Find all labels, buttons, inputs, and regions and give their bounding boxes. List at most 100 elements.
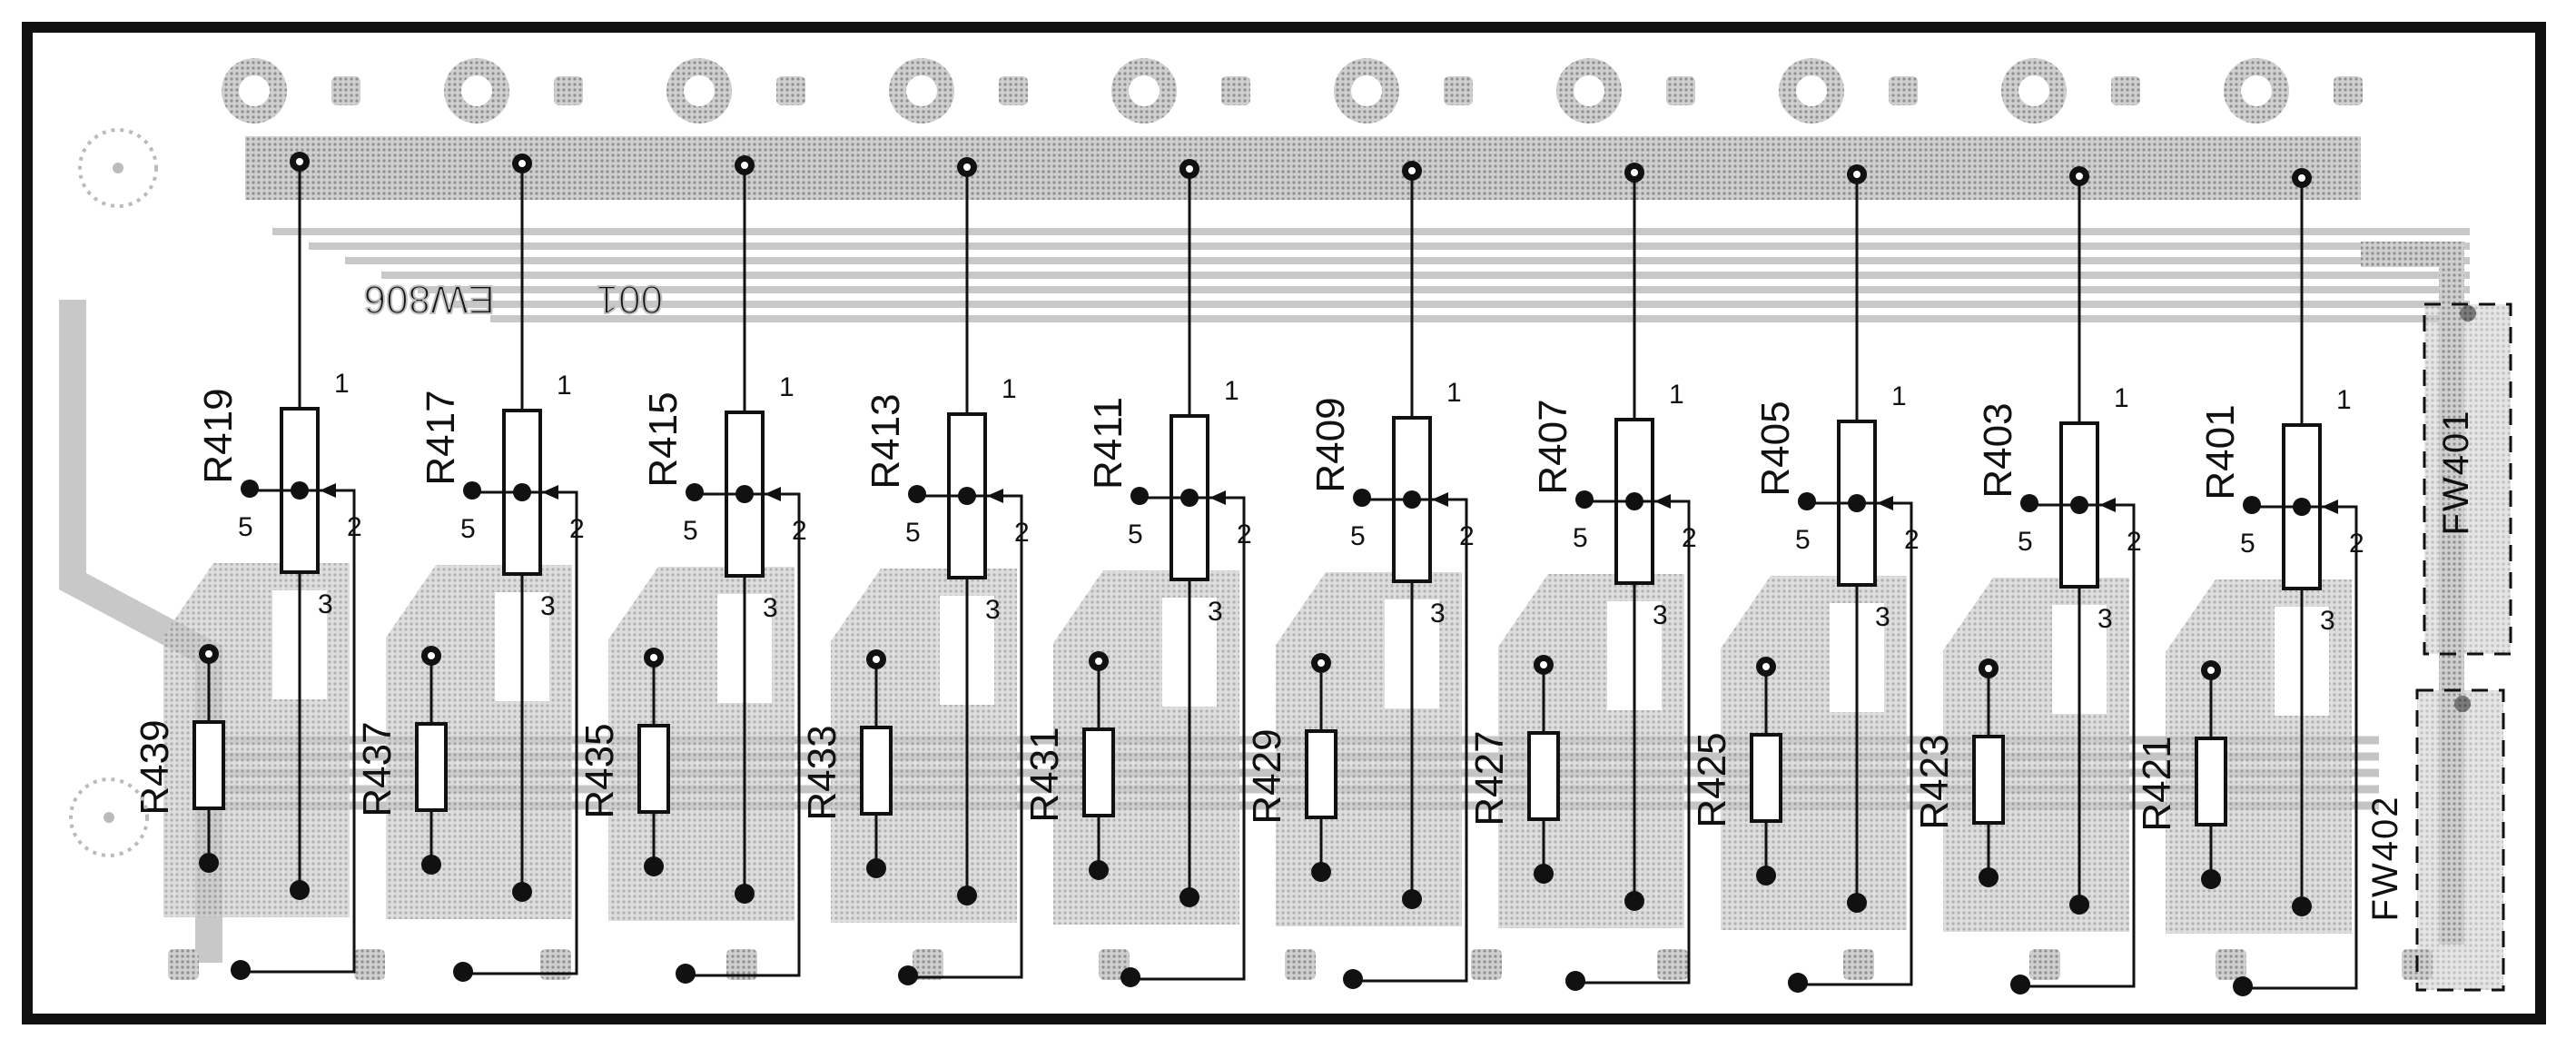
connector-fw401-label: FW401 bbox=[2436, 410, 2476, 536]
pin-1-label: 1 bbox=[2336, 385, 2352, 415]
fixed-resistor: R433 bbox=[800, 649, 893, 878]
pin-5-label: 5 bbox=[460, 514, 476, 544]
pin-2-label: 2 bbox=[1904, 525, 1920, 555]
silk-text-board-id: EW806 bbox=[364, 277, 495, 322]
pin-2-label: 2 bbox=[792, 516, 807, 546]
resistor-label: R439 bbox=[133, 719, 177, 815]
top-pad-pair bbox=[2224, 58, 2363, 124]
bottom-pad bbox=[1657, 949, 1688, 980]
trimmer-label: R417 bbox=[419, 390, 463, 485]
fixed-resistor: R429 bbox=[1245, 653, 1337, 882]
resistor-label: R433 bbox=[800, 725, 844, 820]
bottom-pad bbox=[2216, 949, 2246, 980]
top-pad-pair bbox=[2001, 58, 2140, 124]
pin-3-label: 3 bbox=[2320, 606, 2335, 636]
pin-5-label: 5 bbox=[905, 518, 921, 548]
resistor-label: R431 bbox=[1022, 727, 1067, 822]
bottom-pad bbox=[1843, 949, 1874, 980]
pin-3-label: 3 bbox=[540, 591, 556, 621]
pin-5-label: 5 bbox=[1128, 520, 1143, 549]
pin-2-label: 2 bbox=[2127, 527, 2142, 557]
bottom-pad bbox=[913, 949, 943, 980]
top-bus-trace bbox=[245, 136, 2361, 200]
bottom-pad bbox=[540, 949, 571, 980]
top-pad-pair bbox=[222, 58, 360, 124]
bottom-pad bbox=[726, 949, 757, 980]
pin-5-label: 5 bbox=[2018, 527, 2033, 557]
pin-2-label: 2 bbox=[569, 514, 585, 544]
connector-fw402-label: FW402 bbox=[2365, 796, 2405, 922]
mounting-mark-bottom bbox=[69, 777, 149, 857]
fixed-resistor: R437 bbox=[355, 646, 448, 875]
top-pad-pair bbox=[444, 58, 583, 124]
pin-3-label: 3 bbox=[763, 593, 778, 623]
pin-1-label: 1 bbox=[1891, 381, 1907, 411]
pin-2-label: 2 bbox=[1237, 520, 1252, 549]
trimmer-label: R401 bbox=[2198, 404, 2243, 500]
pin-3-label: 3 bbox=[1653, 600, 1668, 630]
resistor-label: R423 bbox=[1912, 734, 1957, 829]
fixed-resistor: R421 bbox=[2135, 660, 2227, 889]
pin-1-label: 1 bbox=[2114, 383, 2129, 413]
pin-1-label: 1 bbox=[1669, 380, 1684, 410]
connector-fw401: FW401 bbox=[2423, 302, 2512, 656]
top-pad-pair bbox=[1779, 58, 1918, 124]
trimmer-label: R411 bbox=[1086, 397, 1130, 490]
pin-2-label: 2 bbox=[1682, 523, 1697, 553]
bottom-pad bbox=[1471, 949, 1502, 980]
pin-5-label: 5 bbox=[683, 516, 698, 546]
fixed-resistor: R427 bbox=[1467, 655, 1560, 884]
pin-1-label: 1 bbox=[1002, 374, 1017, 404]
pin-3-label: 3 bbox=[1875, 602, 1890, 632]
top-pad-pair bbox=[1111, 58, 1250, 124]
pin-3-label: 3 bbox=[1430, 599, 1446, 628]
pin-1-label: 1 bbox=[779, 372, 795, 402]
top-pad-row bbox=[222, 58, 2363, 124]
trimmer-label: R413 bbox=[864, 393, 908, 489]
pin-2-label: 2 bbox=[2349, 529, 2364, 559]
connector-fw402: FW402 bbox=[2365, 688, 2505, 992]
board-outline bbox=[22, 22, 2546, 1024]
trimmer-label: R419 bbox=[196, 388, 241, 483]
pin-2-label: 2 bbox=[347, 512, 362, 542]
pin-5-label: 5 bbox=[2240, 529, 2255, 559]
mounting-mark-top bbox=[78, 128, 158, 208]
trimmer-label: R409 bbox=[1308, 397, 1353, 492]
pin-5-label: 5 bbox=[1350, 521, 1366, 551]
pin-1-label: 1 bbox=[334, 369, 350, 399]
trimmer-label: R415 bbox=[641, 391, 686, 487]
pin-5-label: 5 bbox=[238, 512, 253, 542]
pin-3-label: 3 bbox=[318, 589, 333, 619]
top-pad-pair bbox=[889, 58, 1028, 124]
fixed-resistor: R423 bbox=[1912, 658, 2005, 887]
pin-2-label: 2 bbox=[1459, 521, 1475, 551]
top-pad-pair bbox=[1334, 58, 1473, 124]
bottom-pad bbox=[1285, 949, 1316, 980]
silk-text-board-rev: 001 bbox=[597, 277, 663, 322]
pin-2-label: 2 bbox=[1014, 518, 1030, 548]
top-pad-pair bbox=[666, 58, 805, 124]
fixed-resistor: R439 bbox=[133, 644, 225, 873]
fixed-resistor: R425 bbox=[1690, 657, 1782, 886]
resistor-label: R429 bbox=[1245, 728, 1289, 824]
pin-3-label: 3 bbox=[1208, 597, 1223, 627]
pin-1-label: 1 bbox=[1224, 376, 1239, 406]
resistor-label: R427 bbox=[1467, 730, 1512, 826]
bottom-pad bbox=[168, 949, 199, 980]
pin-1-label: 1 bbox=[1446, 378, 1462, 408]
bottom-pad bbox=[2029, 949, 2060, 980]
top-pad-pair bbox=[1556, 58, 1695, 124]
fixed-resistor: R435 bbox=[577, 648, 670, 876]
pin-5-label: 5 bbox=[1573, 523, 1588, 553]
resistor-label: R435 bbox=[577, 723, 622, 818]
